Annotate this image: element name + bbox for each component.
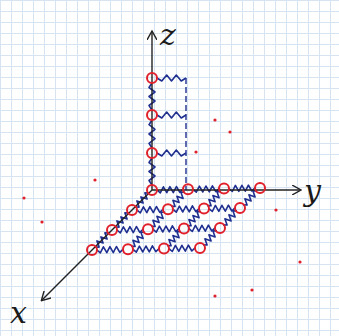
dot	[228, 130, 231, 133]
spring	[157, 112, 186, 118]
spring	[169, 245, 195, 251]
axis-label: y	[304, 176, 321, 206]
atom	[179, 224, 189, 234]
column-edge	[185, 78, 186, 190]
atom	[163, 204, 173, 214]
spring	[157, 150, 186, 156]
atom	[147, 73, 157, 83]
spring	[133, 246, 159, 252]
dot	[250, 288, 253, 291]
spring	[171, 192, 185, 206]
atom	[199, 204, 209, 214]
atom	[219, 184, 229, 194]
atom	[235, 203, 245, 213]
atom	[147, 185, 157, 195]
atom	[123, 244, 133, 254]
y-axis	[152, 189, 300, 190]
spring	[209, 205, 235, 211]
dot	[274, 208, 277, 211]
dot	[213, 294, 216, 297]
atom	[147, 110, 157, 120]
dot	[93, 178, 96, 181]
dot	[298, 260, 301, 263]
spring	[189, 225, 215, 231]
spring	[173, 206, 199, 212]
dot	[194, 150, 197, 153]
spring	[187, 212, 201, 226]
atom	[107, 225, 117, 235]
spring	[203, 231, 217, 245]
atom	[215, 223, 225, 233]
dot	[22, 196, 25, 199]
spring	[137, 207, 163, 213]
spring	[117, 227, 143, 233]
spring	[193, 186, 219, 192]
atom	[143, 224, 153, 234]
atom	[159, 244, 169, 254]
atom	[195, 243, 205, 253]
spring	[223, 211, 237, 225]
spring	[131, 232, 145, 246]
atom	[255, 183, 265, 193]
dot	[40, 220, 43, 223]
axis-label: z	[160, 20, 176, 50]
spring	[157, 75, 186, 81]
atom	[183, 184, 193, 194]
x-axis	[42, 190, 152, 300]
spring	[243, 191, 257, 205]
axis-label: x	[10, 298, 27, 328]
atom	[147, 148, 157, 158]
atom	[127, 205, 137, 215]
atom	[87, 245, 97, 255]
spring	[153, 226, 179, 232]
dot	[213, 118, 216, 121]
spring	[97, 247, 123, 253]
spring	[167, 232, 181, 246]
spring	[207, 192, 221, 206]
spring	[151, 212, 165, 226]
